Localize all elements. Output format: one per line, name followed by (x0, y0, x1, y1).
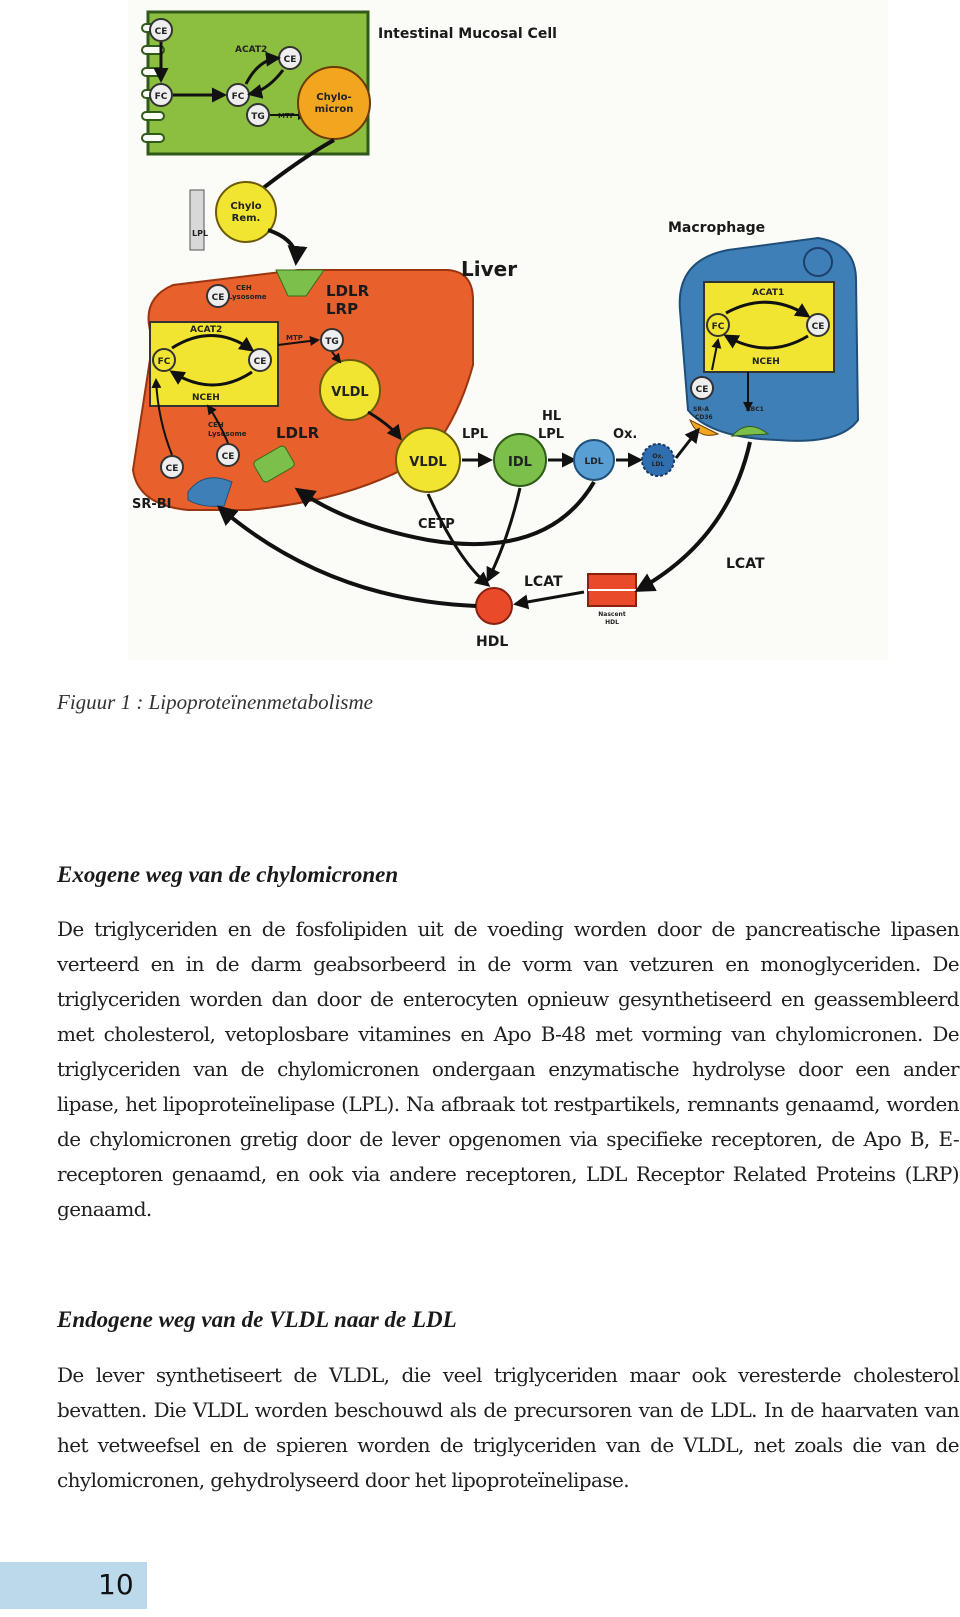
lysosome-label: Lysosome (208, 430, 247, 438)
ox-ldl-label: Ox. (652, 453, 663, 460)
ox-label: Ox. (613, 427, 637, 442)
ce-label: CE (212, 293, 225, 303)
ldlr-lrp-receptor (275, 269, 325, 297)
ox-ldl-label: LDL (652, 461, 665, 468)
lpl-label: LPL (462, 427, 488, 442)
idl-particle (493, 433, 547, 487)
nceh-label: NCEH (192, 393, 220, 403)
vldl-liver-particle (319, 359, 381, 421)
section-heading-endogenous: Endogene weg van de VLDL naar de LDL (57, 1307, 457, 1332)
ldlr-lrp-label: LDLR (326, 282, 370, 300)
cetp-label: CETP (418, 517, 455, 532)
intestinal-cell-label: Intestinal Mucosal Cell (378, 26, 557, 42)
cd36-label: CD36 (695, 414, 713, 421)
nascent-hdl-label: HDL (605, 619, 619, 626)
fc-label: FC (232, 92, 245, 102)
fc-label: FC (712, 322, 725, 332)
chylomicron-label: Chylo- (316, 92, 351, 103)
chylo-rem-label: Rem. (232, 213, 261, 224)
hl-label: HL (542, 409, 561, 424)
page-number-tab (0, 1562, 147, 1609)
lysosome-label: Lysosome (228, 293, 267, 301)
liver-label: Liver (461, 257, 517, 281)
ldlr-label: LDLR (276, 424, 320, 442)
chylomicron-particle (297, 66, 371, 140)
lipoprotein-metabolism-figure: Intestinal Mucosal Cell ACAT2 CE FC FC C… (128, 0, 888, 680)
ldl-receptor (253, 445, 295, 483)
idl-label: IDL (508, 455, 532, 470)
hdl-particle (475, 587, 513, 625)
ce-label: CE (696, 385, 709, 395)
figure-caption: Figuur 1 : Lipoproteïnenmetabolisme (57, 690, 373, 714)
sr-bi-label: SR-BI (132, 497, 172, 512)
tg-label: TG (251, 112, 265, 122)
fc-label: FC (158, 357, 171, 367)
nascent-hdl-label: Nascent (598, 611, 626, 618)
acat2-liver-label: ACAT2 (190, 325, 222, 335)
macrophage-nucleus (803, 247, 833, 277)
ldl-label: LDL (585, 457, 604, 467)
nceh-label: NCEH (752, 357, 780, 367)
lipoprotein-diagram: Intestinal Mucosal Cell ACAT2 CE FC FC C… (128, 0, 888, 660)
section-heading-exogenous: Exogene weg van de chylomicronen (57, 862, 399, 887)
section-body-exogenous: De triglyceriden en de fosfolipiden uit … (57, 917, 960, 1221)
lpl-endothelium-label: LPL (192, 229, 208, 238)
vldl-plasma-particle (395, 427, 461, 493)
abc1-label: ABC1 (746, 406, 764, 413)
section-body-endogenous: De lever synthetiseert de VLDL, die veel… (57, 1363, 960, 1492)
ce-label: CE (284, 55, 297, 65)
vldl-label: VLDL (331, 385, 368, 400)
ldl-particle (573, 439, 615, 481)
macrophage-label: Macrophage (668, 220, 765, 236)
ce-label: CE (254, 357, 267, 367)
ldlr-lrp-label: LRP (326, 300, 358, 318)
ce-label: CE (155, 27, 168, 37)
chylo-remnant-particle (215, 181, 277, 243)
hdl-label: HDL (476, 634, 508, 650)
ce-label: CE (222, 452, 235, 462)
ce-label: CE (166, 464, 179, 474)
sra-label: SR-A (693, 406, 709, 413)
ce-label: CE (812, 322, 825, 332)
intestine-molecules: CE FC FC CE TG MTP (149, 18, 302, 127)
lcat-right-label: LCAT (726, 556, 765, 572)
chylomicron-label: micron (315, 104, 354, 115)
lcat-bottom-label: LCAT (524, 574, 563, 590)
abc1-transporter (730, 426, 770, 437)
page-number: 10 (98, 1568, 134, 1601)
ceh-label: CEH (236, 284, 252, 292)
scavenger-receptor (689, 418, 720, 436)
fc-label: FC (155, 92, 168, 102)
ox-ldl-particle (641, 443, 675, 477)
acat2-top-label: ACAT2 (235, 45, 267, 55)
chylo-rem-label: Chylo (230, 201, 261, 212)
tg-label: TG (325, 337, 339, 347)
acat1-label: ACAT1 (752, 288, 784, 298)
mtp-label: MTP (286, 334, 303, 342)
lpl-label: LPL (538, 427, 564, 442)
ceh-label: CEH (208, 421, 224, 429)
vldl-label: VLDL (409, 455, 446, 470)
